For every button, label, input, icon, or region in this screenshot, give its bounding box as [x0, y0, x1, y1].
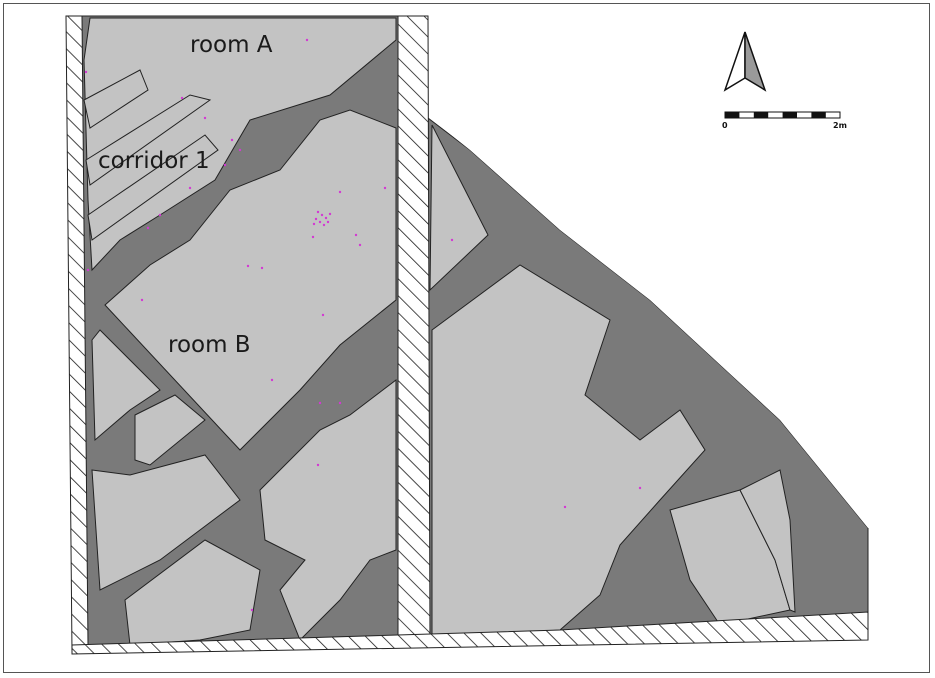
north-arrow-icon — [723, 31, 767, 92]
hatched-wall-bottom — [71, 611, 869, 655]
exterior-area — [430, 16, 928, 528]
floor-lower-left-room-2 — [134, 394, 206, 466]
floor-layer — [83, 17, 796, 646]
floor-corridor-strip-3 — [87, 134, 219, 241]
floor-lower-left-room-3 — [91, 454, 241, 591]
floor-room-a — [83, 17, 397, 272]
label-room-a: room A — [190, 32, 273, 58]
floor-corridor-strip-1 — [83, 69, 149, 129]
hatched-walls — [65, 15, 869, 655]
label-corridor-1: corridor 1 — [98, 148, 210, 174]
floor-right-room-upper — [429, 124, 489, 292]
find-points — [84, 38, 642, 612]
floor-right-room-small-2 — [739, 469, 796, 613]
label-room-b: room B — [168, 332, 251, 358]
scale-end-label: 2m — [833, 121, 847, 130]
floor-lower-middle-room — [259, 378, 397, 641]
scale-bar: 0 2m — [722, 111, 847, 130]
floor-room-b — [104, 109, 397, 451]
hatched-wall-middle — [397, 15, 431, 646]
floor-corridor-strip-2 — [85, 94, 212, 186]
scale-start-label: 0 — [722, 121, 728, 130]
floor-lower-left-room-1 — [91, 329, 161, 442]
